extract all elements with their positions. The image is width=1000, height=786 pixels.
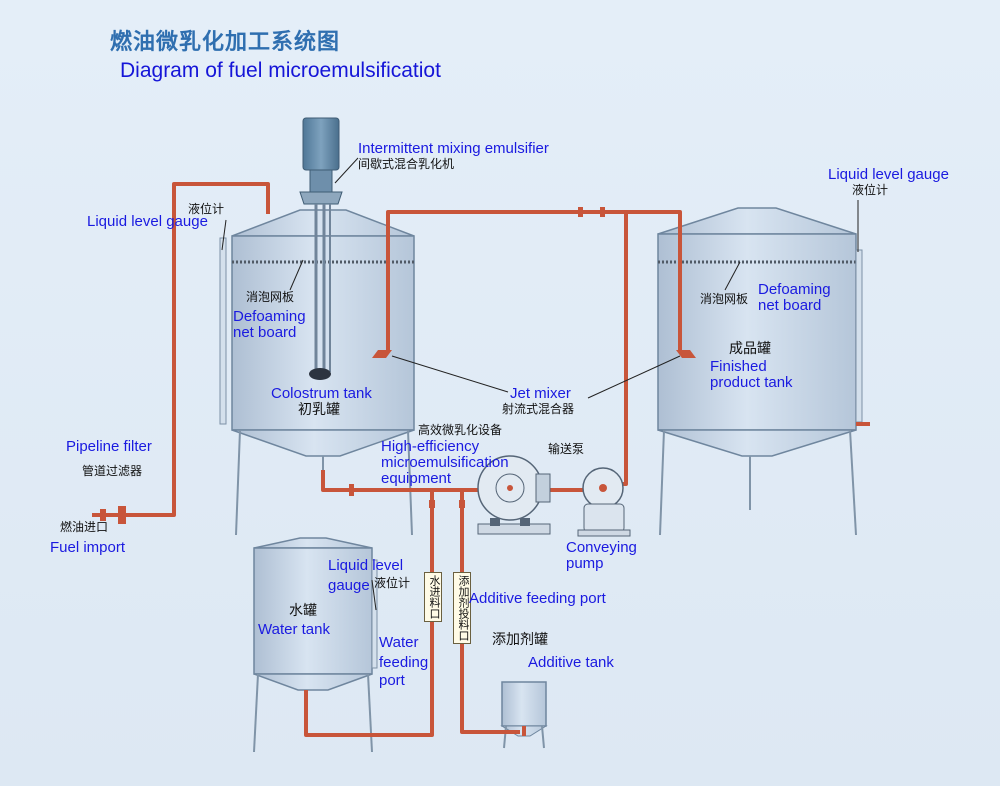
water-port-en-1: Water <box>379 634 419 651</box>
fuel-import-en: Fuel import <box>50 539 126 556</box>
water-port-en-3: port <box>379 672 405 689</box>
additive-tank-cn: 添加剂罐 <box>492 632 548 648</box>
mixing-emulsifier <box>299 117 343 380</box>
filter-cn: 管道过滤器 <box>82 464 143 478</box>
defoam-left-en-1: Defoaming <box>233 308 306 325</box>
level-left-en: Liquid level gauge <box>87 213 208 230</box>
additive-tank-en: Additive tank <box>528 654 614 671</box>
additive-tank <box>500 681 548 749</box>
water-tank-en: Water tank <box>258 621 330 638</box>
colostrum-tank-en: Colostrum tank <box>271 385 372 402</box>
level-water-en-2: gauge <box>328 577 370 594</box>
water-tank <box>253 537 378 753</box>
colostrum-tank-cn: 初乳罐 <box>298 402 340 418</box>
level-left-cn: 液位计 <box>188 202 225 216</box>
equipment-en-3: equipment <box>381 470 452 487</box>
pipe-valves <box>100 207 605 524</box>
title-english: Diagram of fuel microemulsificatiot <box>120 59 441 82</box>
equipment-en-1: High-efficiency <box>381 438 480 455</box>
equipment-cn: 高效微乳化设备 <box>418 423 503 437</box>
mixer-label-en: Intermittent mixing emulsifier <box>358 140 549 157</box>
conveying-pump <box>577 467 631 537</box>
pump-en-1: Conveying <box>566 539 637 556</box>
pump-en-2: pump <box>566 555 604 572</box>
finished-product-tank <box>657 207 863 536</box>
additive-port-tag: 添加剂投料口 <box>453 572 471 644</box>
leader-lines <box>221 157 859 611</box>
defoam-right-cn: 消泡网板 <box>700 292 749 306</box>
finished-tank-en-1: Finished <box>710 358 767 375</box>
mixer-label-cn: 间歇式混合乳化机 <box>358 157 455 171</box>
water-port-tag: 水进料口 <box>424 572 442 622</box>
microemulsification-equipment <box>477 455 551 535</box>
filter-en: Pipeline filter <box>66 438 152 455</box>
level-water-cn: 液位计 <box>374 576 411 590</box>
finished-tank-en-2: product tank <box>710 374 793 391</box>
water-tank-cn: 水罐 <box>289 603 317 619</box>
water-port-en-2: feeding <box>379 654 429 671</box>
jet-mixer-en: Jet mixer <box>510 385 571 402</box>
equipment-en-2: microemulsification <box>381 454 509 471</box>
level-water-en-1: Liquid level <box>328 557 404 574</box>
jet-mixer-cn: 射流式混合器 <box>502 402 575 416</box>
fuel-import-cn: 燃油进口 <box>60 520 109 534</box>
finished-tank-cn: 成品罐 <box>729 341 771 357</box>
title-chinese: 燃油微乳化加工系统图 <box>110 30 341 55</box>
jet-mixer-nozzles <box>372 350 696 358</box>
level-right-en: Liquid level gauge <box>828 166 949 183</box>
level-right-cn: 液位计 <box>852 183 889 197</box>
defoam-right-en-1: Defoaming <box>758 281 831 298</box>
pump-cn: 输送泵 <box>548 442 585 456</box>
defoam-left-cn: 消泡网板 <box>246 290 295 304</box>
defoam-right-en-2: net board <box>758 297 822 314</box>
additive-port-en: Additive feeding port <box>469 590 606 607</box>
defoam-left-en-2: net board <box>233 324 297 341</box>
